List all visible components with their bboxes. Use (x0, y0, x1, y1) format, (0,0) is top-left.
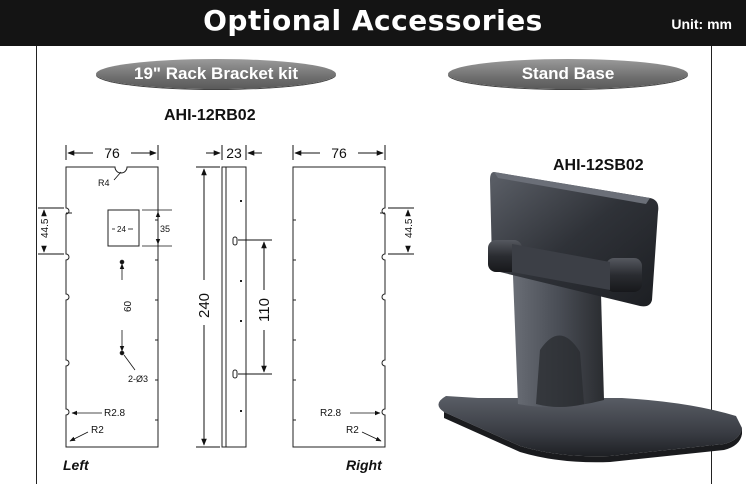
stand-base-pill: Stand Base (448, 59, 688, 89)
stand-base-illustration (438, 172, 742, 463)
header-bar: Optional Accessories Unit: mm (0, 0, 746, 46)
content-frame (36, 46, 712, 484)
cutout-width-dim: 24 (117, 225, 126, 234)
hole-spacing-dim: 60 (123, 300, 134, 312)
right-pitch-dim: 44.5 (404, 218, 415, 238)
side-width-dim: 23 (226, 145, 242, 161)
right-view-label: Right (346, 457, 382, 473)
cutout-height-dim: 35 (160, 224, 170, 234)
left-bracket (65, 166, 159, 448)
left-r2-label: R2 (91, 425, 104, 436)
right-r28-label: R2.8 (320, 408, 342, 419)
left-pitch-dim: 44.5 (40, 218, 51, 238)
left-width-dim: 76 (104, 145, 120, 161)
unit-label: Unit: mm (671, 16, 732, 32)
right-bracket (292, 166, 386, 448)
holes-label: 2-Ø3 (128, 374, 148, 384)
left-view-label: Left (63, 457, 89, 473)
rack-model-number: AHI-12RB02 (164, 107, 256, 124)
right-r2-label: R2 (346, 425, 359, 436)
rack-bracket-pill: 19" Rack Bracket kit (96, 59, 336, 89)
side-hole-spacing-dim: 110 (256, 298, 273, 322)
side-bracket (221, 166, 247, 448)
left-r28-label: R2.8 (104, 408, 126, 419)
page-title: Optional Accessories (203, 4, 543, 37)
r4-label: R4 (98, 178, 110, 188)
height-dim: 240 (196, 293, 213, 318)
stand-model-number: AHI-12SB02 (553, 157, 644, 174)
right-width-dim: 76 (331, 145, 347, 161)
